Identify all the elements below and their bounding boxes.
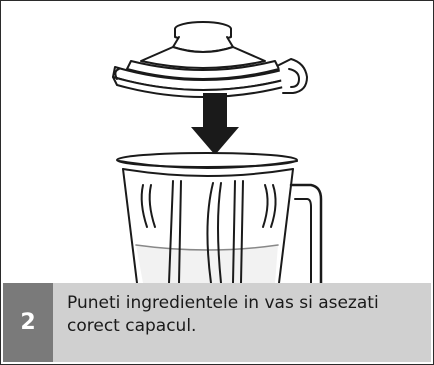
- step-number-badge: 2: [3, 283, 53, 362]
- step-number: 2: [20, 310, 36, 335]
- step-instruction: Puneti ingredientele in vas si asezati c…: [67, 293, 379, 336]
- illustration-panel: [3, 3, 431, 283]
- lid-illustration: [112, 21, 308, 98]
- caption-bar: 2 Puneti ingredientele in vas si asezati…: [3, 283, 431, 362]
- blender-jar-lid-arrow-icon: [112, 21, 323, 283]
- jar-illustration: [116, 152, 323, 283]
- down-arrow-icon: [191, 93, 239, 155]
